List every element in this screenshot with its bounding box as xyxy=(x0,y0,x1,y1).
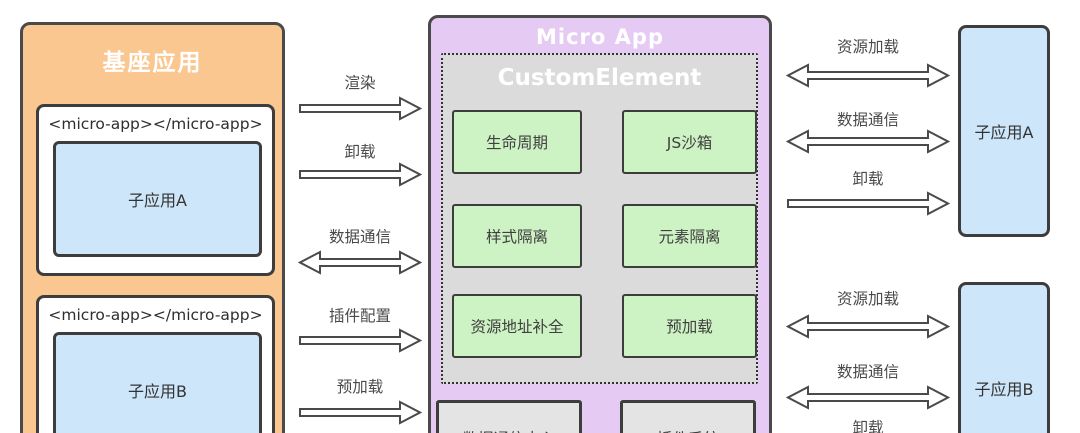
sub-app-a: 子应用A xyxy=(958,25,1050,237)
arrow-label-resource-load-b: 资源加载 xyxy=(836,290,899,308)
custom-element-title: CustomElement xyxy=(497,65,702,91)
embedded-sub-app-a: 子应用A xyxy=(53,141,262,257)
feature-lifecycle: 生命周期 xyxy=(452,110,582,174)
base-app-title: 基座应用 xyxy=(102,50,203,76)
arrow-right-icon xyxy=(299,400,422,425)
arrow-double-icon xyxy=(786,314,950,339)
micro-app-panel: Micro App CustomElement 生命周期 JS沙箱 样式隔离 元… xyxy=(428,15,772,433)
arrow-double-icon xyxy=(298,250,422,275)
feature-preload: 预加载 xyxy=(622,294,757,358)
arrow-label-unmount-b: 卸载 xyxy=(852,419,884,433)
micro-app-tag-2: <micro-app></micro-app> xyxy=(48,306,263,324)
arrow-right-icon xyxy=(787,191,950,216)
custom-element-panel: CustomElement 生命周期 JS沙箱 样式隔离 元素隔离 资源地址补全… xyxy=(441,53,758,384)
embedded-sub-app-b: 子应用B xyxy=(53,332,262,433)
arrow-right-icon xyxy=(299,328,422,353)
feature-style-isolation: 样式隔离 xyxy=(452,204,582,268)
arrow-label-resource-load-a: 资源加载 xyxy=(836,38,899,56)
feature-element-isolation: 元素隔离 xyxy=(622,204,757,268)
sub-app-b: 子应用B xyxy=(958,282,1050,433)
arrow-double-icon xyxy=(786,63,950,88)
arrow-label-data-communication-a: 数据通信 xyxy=(836,111,899,129)
arrow-label-preload: 预加载 xyxy=(336,378,384,396)
arrow-label-data-communication: 数据通信 xyxy=(328,228,391,246)
arrow-right-icon xyxy=(299,162,422,187)
module-plugin-system: 插件系统 xyxy=(620,400,756,433)
module-data-communication-center: 数据通信中心 xyxy=(436,400,582,433)
base-app-panel: 基座应用 <micro-app></micro-app> 子应用A <micro… xyxy=(20,22,285,433)
micro-app-title: Micro App xyxy=(536,25,664,49)
feature-js-sandbox: JS沙箱 xyxy=(622,110,757,174)
arrow-label-unmount-a: 卸载 xyxy=(852,170,884,188)
arrow-label-plugin-config: 插件配置 xyxy=(328,307,391,325)
feature-resource-url-completion: 资源地址补全 xyxy=(452,294,582,358)
arrow-double-icon xyxy=(786,385,950,410)
arrow-double-icon xyxy=(786,129,950,154)
micro-app-tag-1: <micro-app></micro-app> xyxy=(48,115,263,133)
arrow-label-data-communication-b: 数据通信 xyxy=(836,363,899,381)
micro-app-instance-2: <micro-app></micro-app> 子应用B xyxy=(36,295,275,433)
micro-app-instance-1: <micro-app></micro-app> 子应用A xyxy=(36,104,275,276)
arrow-right-icon xyxy=(299,96,422,121)
arrow-label-render: 渲染 xyxy=(344,74,376,92)
arrow-label-unmount: 卸载 xyxy=(344,143,376,161)
